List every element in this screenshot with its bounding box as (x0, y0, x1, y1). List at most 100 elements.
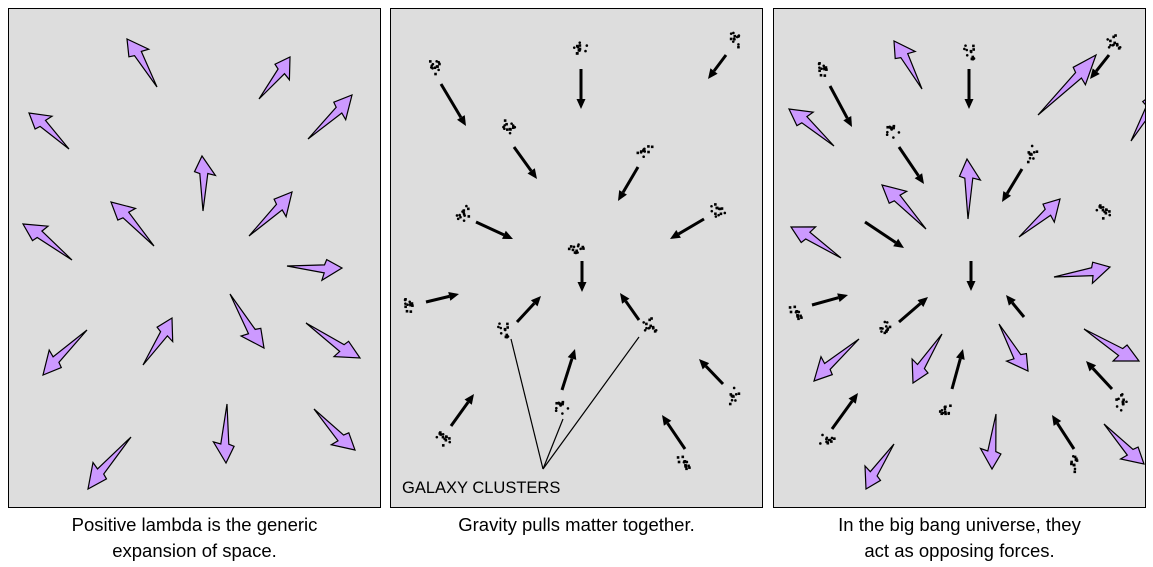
gravity-arrow (677, 217, 705, 236)
expansion-arrow (142, 316, 174, 366)
gravity-arrow-head (1052, 415, 1062, 426)
gravity-arrow-head (527, 168, 537, 179)
gravity-arrow-head (837, 293, 848, 303)
panel-gravity: GALAXY CLUSTERS (390, 8, 763, 508)
galaxy-cluster (567, 243, 585, 255)
expansion-arrow (813, 338, 860, 382)
gravity-arrow-head (576, 99, 586, 109)
gravity-arrow-head (670, 230, 681, 239)
galaxy-cluster (642, 317, 658, 333)
caption-expansion: Positive lambda is the generic expansion… (71, 514, 318, 561)
expansion-arrow (1103, 423, 1145, 465)
expansion-arrow (881, 184, 927, 230)
gravity-arrow (828, 85, 849, 119)
gravity-arrow (439, 83, 463, 119)
expansion-arrow (87, 436, 132, 491)
caption-gravity: Gravity pulls matter together. (458, 514, 695, 535)
gravity-arrow-head (577, 282, 587, 292)
pointer-line (510, 338, 544, 470)
galaxy-cluster (572, 41, 589, 55)
galaxy-cluster (1070, 454, 1079, 474)
expansion-arrow (42, 329, 88, 377)
expansion-arrow (979, 413, 1002, 471)
gravity-arrow-head (843, 116, 852, 127)
gravity-arrow (425, 294, 450, 304)
gravity-arrow (475, 220, 505, 237)
gravity-arrow-head (502, 230, 513, 239)
gravity-diagram (403, 31, 741, 471)
galaxy-cluster (435, 431, 452, 447)
gravity-arrow (512, 146, 533, 172)
gravity-arrow-head (530, 296, 541, 307)
gravity-arrow-head (1006, 295, 1016, 306)
gravity-arrow-head (448, 291, 459, 301)
expansion-arrow (248, 191, 293, 237)
galaxy-cluster (455, 204, 471, 222)
expansion-arrow (126, 38, 158, 88)
galaxy-cluster (788, 305, 803, 321)
expansion-arrow (893, 39, 923, 90)
galaxy-cluster (938, 404, 952, 416)
galaxy-cluster (1095, 204, 1112, 220)
gravity-arrow (624, 300, 641, 321)
panel-combined (773, 8, 1146, 508)
pointer-line (542, 418, 564, 470)
galaxy-cluster (963, 44, 976, 61)
expansion-arrow (21, 223, 73, 261)
galaxy-cluster (1026, 144, 1039, 164)
expansion-arrow (998, 323, 1029, 372)
gravity-arrow (830, 400, 854, 430)
expansion-arrow (864, 443, 895, 491)
gravity-arrow (1095, 54, 1111, 73)
gravity-arrow (560, 358, 574, 391)
gravity-arrow (704, 365, 725, 386)
expansion-arrow (28, 112, 70, 150)
galaxy-cluster (636, 145, 654, 159)
galaxy-cluster (676, 455, 691, 471)
gravity-arrow (1091, 367, 1114, 391)
combined-diagram (787, 34, 1145, 491)
gravity-arrow (449, 401, 470, 427)
galaxy-cluster (885, 124, 901, 139)
pointer-line (542, 336, 640, 470)
galaxy-cluster (819, 433, 836, 445)
expansion-arrow (313, 408, 356, 451)
gravity-arrow-head (964, 99, 974, 109)
expansion-arrow (212, 403, 235, 465)
gravity-arrow (897, 146, 920, 177)
gravity-arrow-head (1002, 191, 1012, 202)
gravity-arrow-head (567, 349, 577, 360)
gravity-arrow-head (662, 415, 672, 426)
expansion-arrow (1053, 261, 1112, 285)
galaxy-cluster (554, 400, 570, 415)
expansion-arrow (307, 94, 353, 140)
gravity-arrow (1011, 301, 1026, 318)
gravity-arrow (898, 302, 922, 324)
expansion-arrow (911, 333, 943, 385)
expansion-arrow (1130, 99, 1145, 142)
gravity-arrow-head (893, 238, 904, 248)
galaxy-cluster (728, 386, 741, 406)
galaxy-cluster (502, 119, 517, 135)
galaxy-cluster (729, 31, 741, 49)
gravity-arrow-head (1086, 361, 1097, 372)
gravity-arrow (1056, 422, 1076, 450)
gravity-arrow-head (620, 293, 630, 304)
expansion-arrow (229, 293, 265, 350)
expansion-arrow (286, 258, 344, 282)
gravity-arrow (950, 358, 962, 390)
expansion-arrow (1037, 53, 1098, 116)
expansion-arrow (787, 108, 835, 147)
gravity-arrow (666, 422, 687, 450)
expansion-arrow (789, 226, 842, 259)
expansion-arrow (958, 157, 982, 220)
gravity-arrow-head (1090, 68, 1100, 79)
gravity-arrow (712, 54, 728, 72)
expansion-arrow (1083, 328, 1141, 362)
galaxy-cluster (1106, 34, 1122, 50)
panel-expansion (8, 8, 381, 508)
gravity-arrow-head (914, 173, 924, 184)
gravity-arrow-head (464, 394, 474, 405)
expansion-arrow (1018, 198, 1061, 238)
galaxy-cluster (710, 203, 727, 218)
